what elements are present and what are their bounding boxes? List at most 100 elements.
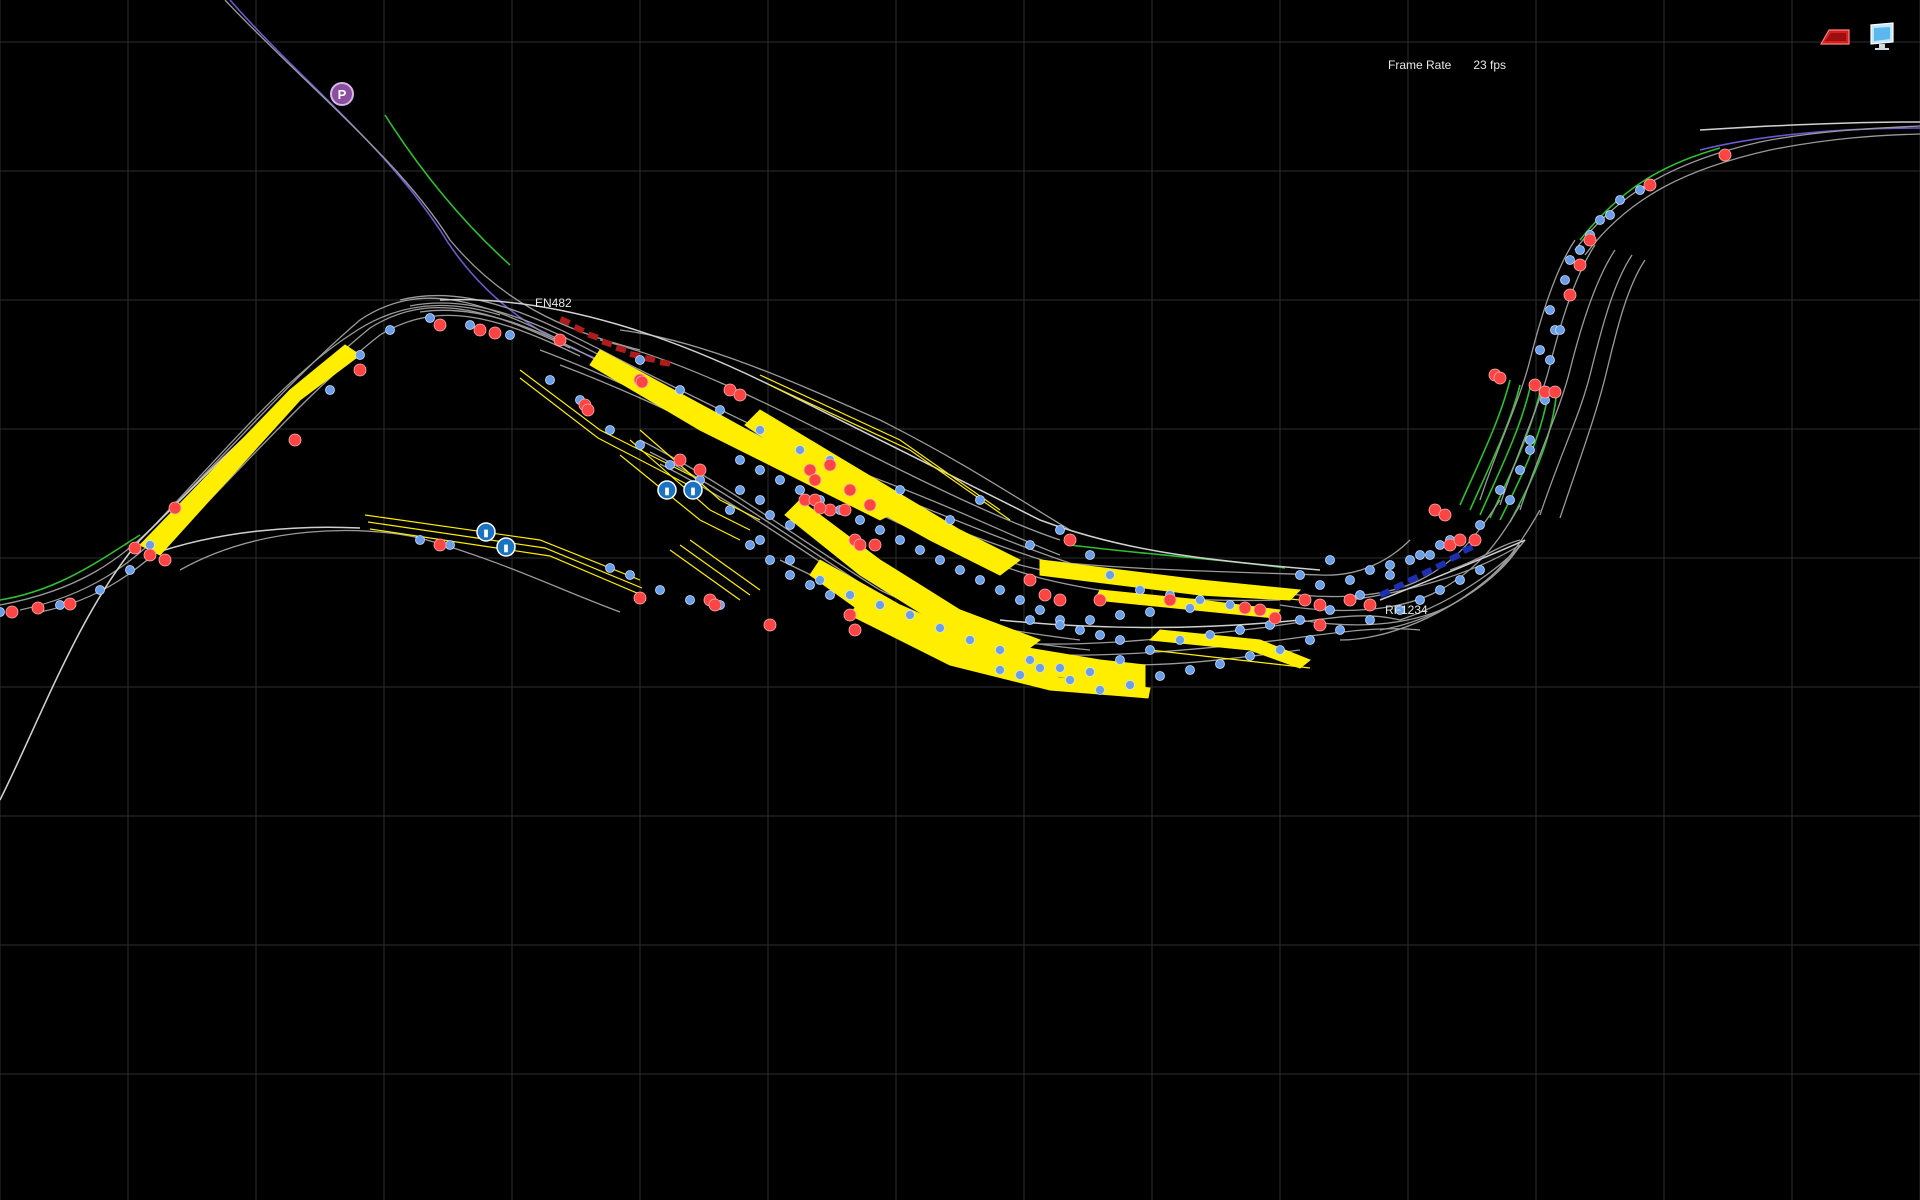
track-node[interactable] [735, 485, 745, 495]
track-node[interactable] [765, 555, 775, 565]
track-node[interactable] [655, 585, 665, 595]
track-node[interactable] [635, 440, 645, 450]
track-node[interactable] [1545, 355, 1555, 365]
signal-node[interactable] [1583, 233, 1597, 247]
track-node[interactable] [1345, 575, 1355, 585]
track-node[interactable] [795, 485, 805, 495]
track-node[interactable] [1075, 625, 1085, 635]
track-node[interactable] [785, 570, 795, 580]
track-node[interactable] [895, 485, 905, 495]
track-node[interactable] [775, 475, 785, 485]
track-node[interactable] [1365, 565, 1375, 575]
track-node[interactable] [1415, 550, 1425, 560]
signal-node[interactable] [853, 538, 867, 552]
signal-node[interactable] [128, 541, 142, 555]
signal-node[interactable] [1038, 588, 1052, 602]
signal-node[interactable] [1313, 598, 1327, 612]
signal-node[interactable] [168, 501, 182, 515]
track-node[interactable] [505, 330, 515, 340]
track-node[interactable] [685, 595, 695, 605]
track-node[interactable] [1395, 605, 1405, 615]
track-node[interactable] [1055, 525, 1065, 535]
track-node[interactable] [1605, 210, 1615, 220]
track-node[interactable] [145, 540, 155, 550]
track-node[interactable] [1035, 605, 1045, 615]
track-node[interactable] [665, 460, 675, 470]
signal-node[interactable] [1253, 603, 1267, 617]
track-node[interactable] [765, 510, 775, 520]
track-node[interactable] [1085, 667, 1095, 677]
signal-node[interactable] [488, 326, 502, 340]
track-node[interactable] [385, 325, 395, 335]
track-node[interactable] [1015, 595, 1025, 605]
track-node[interactable] [1175, 635, 1185, 645]
signal-node[interactable] [1718, 148, 1732, 162]
track-node[interactable] [1525, 435, 1535, 445]
track-node[interactable] [605, 563, 615, 573]
signal-node[interactable] [693, 463, 707, 477]
track-node[interactable] [1405, 555, 1415, 565]
track-node[interactable] [1185, 665, 1195, 675]
track-node[interactable] [125, 565, 135, 575]
station-marker[interactable]: ▮ [657, 480, 677, 500]
signal-node[interactable] [31, 601, 45, 615]
station-marker[interactable]: ▮ [476, 522, 496, 542]
signal-node[interactable] [843, 483, 857, 497]
track-node[interactable] [995, 645, 1005, 655]
eraser-button[interactable] [1818, 20, 1852, 54]
track-node[interactable] [1185, 603, 1195, 613]
signal-node[interactable] [1493, 371, 1507, 385]
track-node[interactable] [735, 455, 745, 465]
signal-node[interactable] [1438, 508, 1452, 522]
signal-node[interactable] [1053, 593, 1067, 607]
track-node[interactable] [1435, 585, 1445, 595]
signal-node[interactable] [633, 591, 647, 605]
track-node[interactable] [1135, 585, 1145, 595]
parking-marker[interactable]: P [330, 82, 354, 106]
track-node[interactable] [1295, 615, 1305, 625]
track-node[interactable] [1575, 245, 1585, 255]
signal-node[interactable] [1063, 533, 1077, 547]
track-node[interactable] [935, 555, 945, 565]
track-node[interactable] [1095, 630, 1105, 640]
track-node[interactable] [875, 600, 885, 610]
signal-node[interactable] [1298, 593, 1312, 607]
station-marker[interactable]: ▮ [496, 537, 516, 557]
track-node[interactable] [825, 590, 835, 600]
track-node[interactable] [975, 495, 985, 505]
track-node[interactable] [1245, 651, 1255, 661]
track-node[interactable] [965, 635, 975, 645]
station-marker[interactable]: ▮ [683, 480, 703, 500]
track-node[interactable] [725, 505, 735, 515]
track-node[interactable] [1325, 555, 1335, 565]
track-node[interactable] [1615, 195, 1625, 205]
signal-node[interactable] [1443, 538, 1457, 552]
track-node[interactable] [445, 540, 455, 550]
signal-node[interactable] [158, 553, 172, 567]
track-node[interactable] [855, 515, 865, 525]
track-node[interactable] [755, 465, 765, 475]
signal-node[interactable] [803, 463, 817, 477]
track-node[interactable] [1035, 663, 1045, 673]
track-node[interactable] [805, 580, 815, 590]
signal-node[interactable] [288, 433, 302, 447]
track-node[interactable] [795, 445, 805, 455]
signal-node[interactable] [1343, 593, 1357, 607]
track-node[interactable] [1435, 540, 1445, 550]
signal-node[interactable] [433, 318, 447, 332]
track-node[interactable] [755, 535, 765, 545]
signal-node[interactable] [1453, 533, 1467, 547]
signal-node[interactable] [635, 375, 649, 389]
track-node[interactable] [1565, 255, 1575, 265]
track-node[interactable] [755, 495, 765, 505]
signal-node[interactable] [1093, 593, 1107, 607]
signal-node[interactable] [838, 503, 852, 517]
track-node[interactable] [1055, 663, 1065, 673]
track-node[interactable] [1145, 645, 1155, 655]
track-node[interactable] [1155, 671, 1165, 681]
track-node[interactable] [605, 425, 615, 435]
track-node[interactable] [905, 610, 915, 620]
track-node[interactable] [755, 425, 765, 435]
track-node[interactable] [325, 385, 335, 395]
